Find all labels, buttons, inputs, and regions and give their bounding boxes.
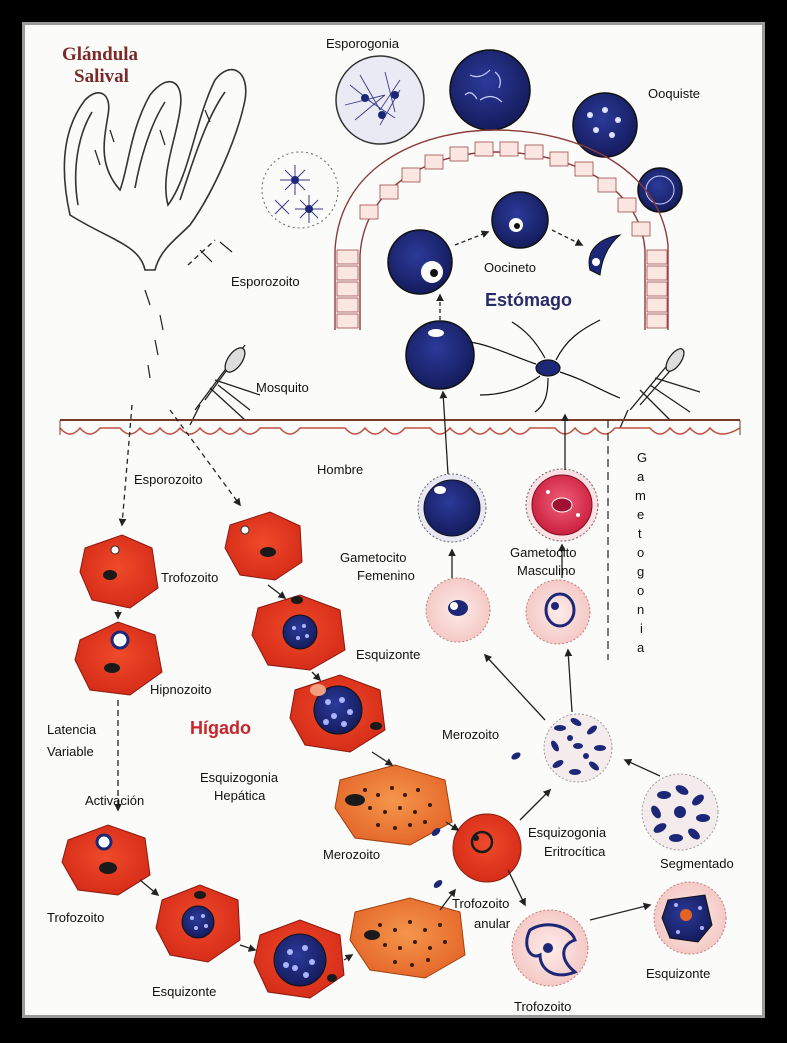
- svg-text:a: a: [637, 640, 645, 655]
- mosquito-left-icon: [190, 345, 260, 425]
- liver-cell-bottom-3: [350, 898, 465, 978]
- label-esquizogonia-hep-1: Esquizogonia: [200, 770, 279, 785]
- gametocyte-male-mature: [526, 469, 598, 541]
- rbc-schizont-bottom-right: [654, 882, 726, 954]
- label-gametocito-masc-2: Masculino: [517, 563, 576, 578]
- ookinete-elongated: [589, 235, 620, 275]
- salivary-gland-shape: [64, 70, 245, 270]
- liver-cell-sporozoite-right: [225, 512, 302, 580]
- label-trofozoito-anular-1: Trofozoito: [452, 896, 509, 911]
- arrow-zygote-ookinete: [455, 232, 488, 245]
- label-esquizonte-bottom-right: Esquizonte: [646, 966, 710, 981]
- svg-text:G: G: [637, 450, 647, 465]
- label-trofozoito-liver: Trofozoito: [161, 570, 218, 585]
- svg-text:g: g: [637, 564, 644, 579]
- label-gametocito-fem-1: Gametocito: [340, 550, 406, 565]
- sporogony-oocyst: [336, 56, 424, 144]
- label-trofozoito-bottom: Trofozoito: [514, 999, 571, 1014]
- label-higado: Hígado: [190, 718, 251, 738]
- svg-text:t: t: [638, 526, 642, 541]
- label-latencia-1: Latencia: [47, 722, 97, 737]
- svg-text:i: i: [640, 621, 643, 636]
- label-esquizogonia-hep-2: Hepática: [214, 788, 266, 803]
- label-latencia-2: Variable: [47, 744, 94, 759]
- liver-cell-sporozoite-left: [80, 535, 158, 608]
- label-merozoito-mid: Merozoito: [323, 847, 380, 862]
- svg-text:n: n: [637, 602, 644, 617]
- zygote-cell: [388, 230, 452, 294]
- label-hombre: Hombre: [317, 462, 363, 477]
- label-esquizogonia-eri-1: Esquizogonia: [528, 825, 607, 840]
- svg-text:a: a: [637, 469, 645, 484]
- svg-text:e: e: [637, 507, 644, 522]
- arrow-ookinete-elongate: [552, 230, 582, 245]
- rbc-segmented-schizont: [642, 774, 718, 850]
- liver-cell-bottom-1: [156, 885, 240, 962]
- label-esporozoito-top: Esporozoito: [231, 274, 300, 289]
- label-gametocito-masc-1: Gametocito: [510, 545, 576, 560]
- svg-text:m: m: [635, 488, 646, 503]
- label-segmentado: Segmentado: [660, 856, 734, 871]
- label-oocineto: Oocineto: [484, 260, 536, 275]
- label-glandula-line2: Salival: [74, 66, 129, 87]
- liver-cell-activation: [62, 825, 150, 895]
- label-ooquiste: Ooquiste: [648, 86, 700, 101]
- gametocyte-male-young: [526, 580, 590, 644]
- label-gametogonia: G a m e t o g o n i a: [635, 450, 647, 655]
- label-esporogonia: Esporogonia: [326, 36, 400, 51]
- label-estomago: Estómago: [485, 290, 572, 310]
- label-esquizogonia-eri-2: Eritrocítica: [544, 844, 606, 859]
- ookinete-early: [492, 192, 548, 248]
- label-mosquito: Mosquito: [256, 380, 309, 395]
- liver-cell-bottom-2: [254, 920, 344, 998]
- oocyst-mature: [450, 50, 530, 130]
- microgamete-exflagellating: [470, 320, 620, 412]
- label-merozoito-right: Merozoito: [442, 727, 499, 742]
- rbc-merozoite-burst: [544, 714, 612, 782]
- skin-layer: [60, 420, 740, 435]
- svg-text:o: o: [637, 583, 644, 598]
- label-trofozoito-bottom-left: Trofozoito: [47, 910, 104, 925]
- label-esquizonte-bottom-left: Esquizonte: [152, 984, 216, 999]
- macrogamete: [406, 321, 474, 389]
- label-gametocito-fem-2: Femenino: [357, 568, 415, 583]
- gametocyte-female-young: [426, 578, 490, 642]
- liver-cell-schizont: [290, 675, 385, 752]
- mosquito-right-icon: [620, 346, 700, 428]
- sporozoite-cluster: [262, 152, 338, 228]
- label-esporozoito-mid: Esporozoito: [134, 472, 203, 487]
- svg-text:o: o: [637, 545, 644, 560]
- rbc-ring-trophozoite: [453, 814, 521, 882]
- label-trofozoito-anular-2: anular: [474, 916, 511, 931]
- gametocyte-female-mature: [418, 474, 486, 542]
- oocyst-young: [638, 168, 682, 212]
- liver-cell-trophozoite: [252, 595, 345, 670]
- label-activacion: Activación: [85, 793, 144, 808]
- label-esquizonte-mid: Esquizonte: [356, 647, 420, 662]
- label-hipnozoito: Hipnozoito: [150, 682, 211, 697]
- oocyst-developing: [573, 93, 637, 157]
- rbc-amoeboid-trophozoite: [512, 910, 588, 986]
- label-glandula-line1: Glándula: [62, 44, 139, 65]
- liver-cell-hypnozoite: [75, 622, 162, 695]
